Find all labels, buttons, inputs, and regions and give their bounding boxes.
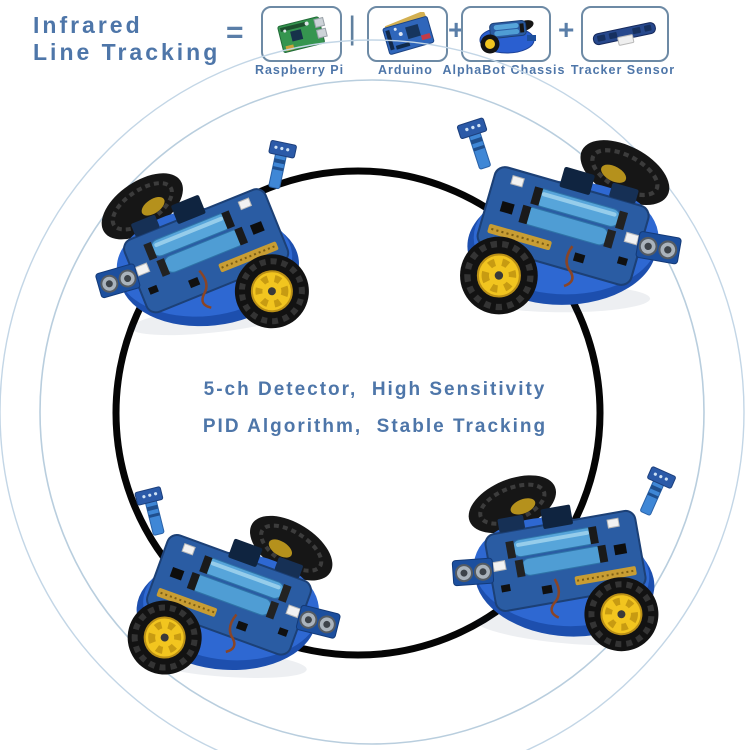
alphabot-chassis-label: AlphaBot Chassis	[442, 63, 566, 77]
decorative-arc-inner	[39, 79, 705, 745]
equals-sign: =	[226, 16, 244, 49]
raspberry-pi-box	[261, 6, 342, 62]
robot-photo-bottom-left	[122, 485, 348, 687]
line-track-circle	[112, 167, 604, 659]
feature-line-1: 5-ch Detector, High Sensitivity	[203, 379, 547, 400]
arduino-label: Arduino	[378, 63, 433, 77]
tracker-sensor-box	[581, 6, 669, 62]
robot-photo-top-right	[457, 118, 682, 315]
plus-sign: +	[558, 14, 575, 45]
robot-photo-bottom-right	[445, 447, 677, 656]
robot-photo-top-left	[83, 138, 315, 347]
title-line-1: Infrared	[33, 12, 143, 38]
title-line-2: Line Tracking	[33, 39, 221, 65]
alphabot-chassis-image	[479, 19, 536, 54]
tracker-sensor-label: Tracker Sensor	[570, 63, 676, 77]
feature-line-2: PID Algorithm, Stable Tracking	[202, 416, 548, 437]
raspberry-pi-image	[276, 16, 328, 53]
arduino-image	[382, 12, 434, 55]
plus-sign: +	[448, 14, 465, 45]
decorative-arc-outer	[0, 39, 745, 750]
raspberry-pi-label: Raspberry Pi	[254, 63, 345, 77]
arduino-box	[367, 6, 448, 62]
tracker-sensor-image	[592, 22, 656, 46]
pipe-separator: |	[348, 10, 357, 46]
alphabot-chassis-box	[461, 6, 551, 62]
